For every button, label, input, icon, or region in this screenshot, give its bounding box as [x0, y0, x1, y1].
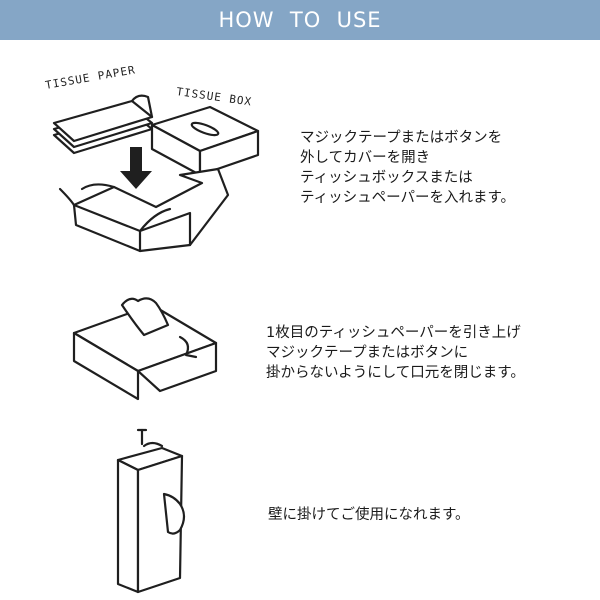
step-1-line-3: ティッシュボックスまたは	[300, 170, 473, 186]
step-2: 1枚目のティッシュペーパーを引き上げ マジックテープまたはボタンに 掛からないよ…	[0, 285, 600, 415]
step-2-instructions: 1枚目のティッシュペーパーを引き上げ マジックテープまたはボタンに 掛からないよ…	[266, 323, 525, 383]
step-3-instructions: 壁に掛けてご使用になれます。	[268, 505, 470, 525]
label-tissue-box: TISSUE BOX	[176, 85, 253, 108]
header-title: HOW TO USE	[218, 8, 382, 32]
step-3-line-1: 壁に掛けてご使用になれます。	[268, 507, 470, 523]
closed-cover-icon	[72, 297, 218, 401]
wall-hanging-illustration	[116, 428, 186, 594]
tissue-paper-stack-icon	[52, 94, 154, 155]
label-tissue-paper: TISSUE PAPER	[44, 63, 136, 92]
header-bar: HOW TO USE	[0, 0, 600, 40]
insert-tissue-illustration: TISSUE PAPER TISSUE BOX	[44, 63, 260, 253]
step-1-line-2: 外してカバーを開き	[300, 150, 431, 166]
step-1-line-1: マジックテープまたはボタンを	[300, 130, 503, 146]
step-1-instructions: マジックテープまたはボタンを 外してカバーを開き ティッシュボックスまたは ティ…	[300, 128, 515, 208]
step-3: 壁に掛けてご使用になれます。	[0, 428, 600, 598]
hanging-cover-icon	[116, 446, 186, 594]
step-2-line-2: マジックテープまたはボタンに	[266, 345, 469, 361]
step-1-line-4: ティッシュペーパーを入れます。	[300, 190, 516, 206]
step-1: TISSUE PAPER TISSUE BOX	[0, 55, 600, 265]
open-cover-icon	[58, 167, 230, 253]
tissue-box-icon	[150, 105, 260, 177]
step-2-line-1: 1枚目のティッシュペーパーを引き上げ	[266, 325, 521, 341]
step-2-line-3: 掛からないようにして口元を閉じます。	[266, 365, 525, 381]
down-arrow-icon	[120, 147, 152, 189]
wall-hook-icon	[136, 428, 164, 448]
closed-cover-illustration	[72, 297, 218, 401]
